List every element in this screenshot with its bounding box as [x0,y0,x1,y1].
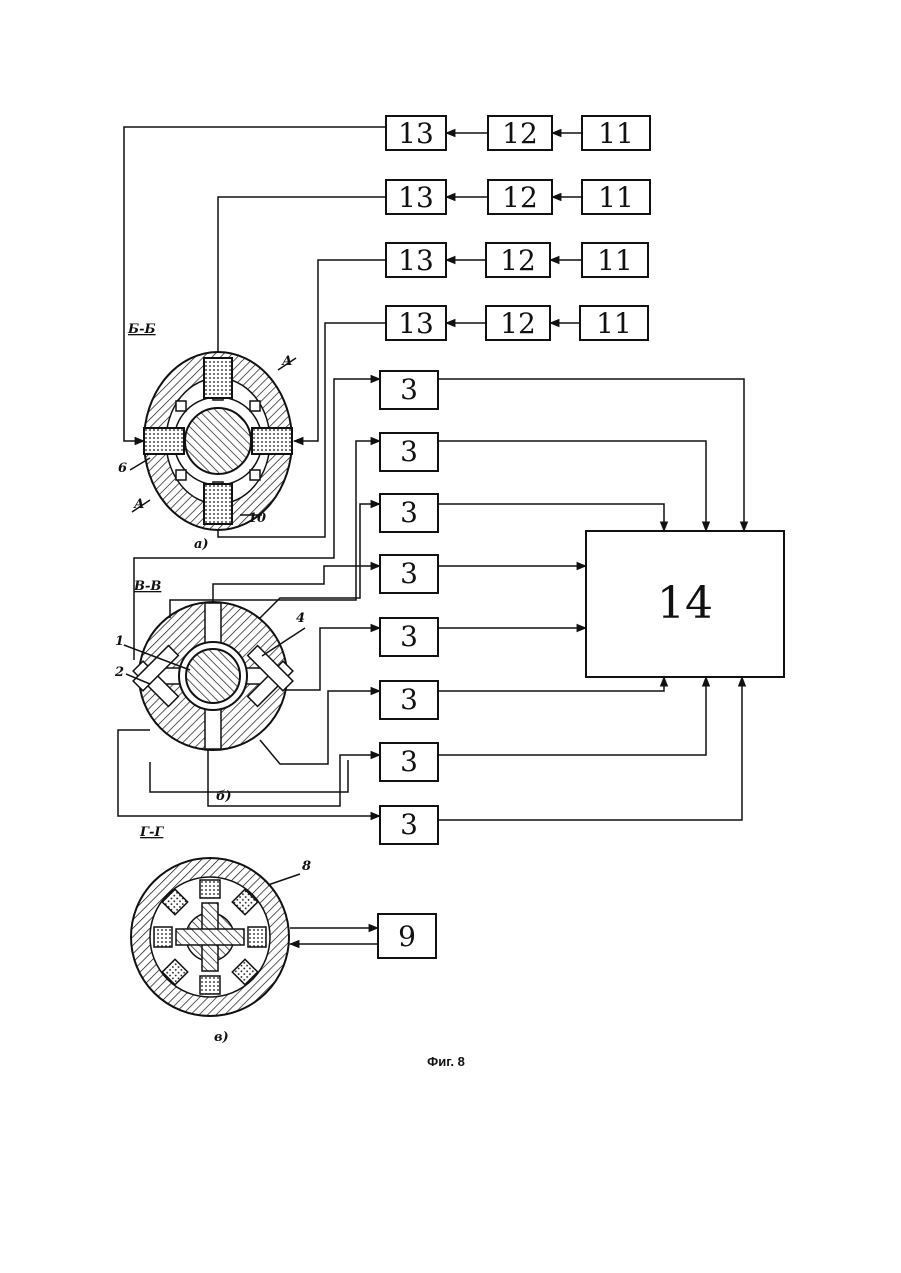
section-a-drawing: Б-Б А А 6 10 а) [118,322,296,552]
section-c-title: Г-Г [139,825,164,840]
sensor-left [144,428,184,454]
callout-2: 2 [114,665,124,680]
block-3-label: 3 [400,373,418,406]
block-3-label: 3 [400,745,418,778]
callout-6: 6 [118,461,127,476]
chain-row-2: 13 12 11 [386,180,650,214]
chain-row-1: 13 12 11 [386,116,650,150]
block-3-label: 3 [400,496,418,529]
processor-block: 14 [586,531,784,677]
block-12-label: 12 [502,117,538,150]
section-mark-top: А [281,354,293,369]
sensor-blocks: 3 3 3 3 3 3 3 3 [380,371,438,844]
block-3-label: 3 [400,683,418,716]
callout-8: 8 [302,859,311,874]
sensor-right [252,428,292,454]
block-9-group: 9 [290,914,436,958]
block-12-label: 12 [500,307,536,340]
block-11-label: 11 [598,117,634,150]
figure-caption: Фиг. 8 [427,1054,465,1069]
top-chains: 13 12 11 13 12 11 13 12 11 [386,116,650,340]
chain-row-3: 13 12 11 [386,243,648,277]
block-13-label: 13 [398,181,434,214]
callout-10: 10 [248,511,266,526]
block-12-label: 12 [500,244,536,277]
block-12-label: 12 [502,181,538,214]
block-3-label: 3 [400,435,418,468]
chain-row-4: 13 12 11 [386,306,648,340]
section-b-title: В-В [133,579,161,594]
block-3-label: 3 [400,557,418,590]
section-a-title: Б-Б [127,322,156,337]
sensor-bottom [204,484,232,524]
processor-label: 14 [657,578,713,629]
section-b-shaft [186,649,240,703]
section-a-shaft [185,408,251,474]
sensor-top [204,358,232,398]
block-11-label: 11 [597,244,633,277]
callout-1: 1 [115,634,124,649]
section-c-subtitle: в) [214,1030,229,1045]
block-3-label: 3 [400,620,418,653]
section-b-drawing: В-В 1 2 4 б) [114,579,305,804]
block-11-label: 11 [596,307,632,340]
block-13-label: 13 [398,307,434,340]
section-c-drawing: Г-Г 8 в) [131,825,311,1045]
block-3-label: 3 [400,808,418,841]
section-mark-bottom: А [133,497,145,512]
block-13-label: 13 [398,117,434,150]
block-11-label: 11 [598,181,634,214]
callout-4: 4 [296,611,305,626]
block-13-label: 13 [398,244,434,277]
section-a-subtitle: а) [194,537,209,552]
block-9-label: 9 [398,920,416,953]
